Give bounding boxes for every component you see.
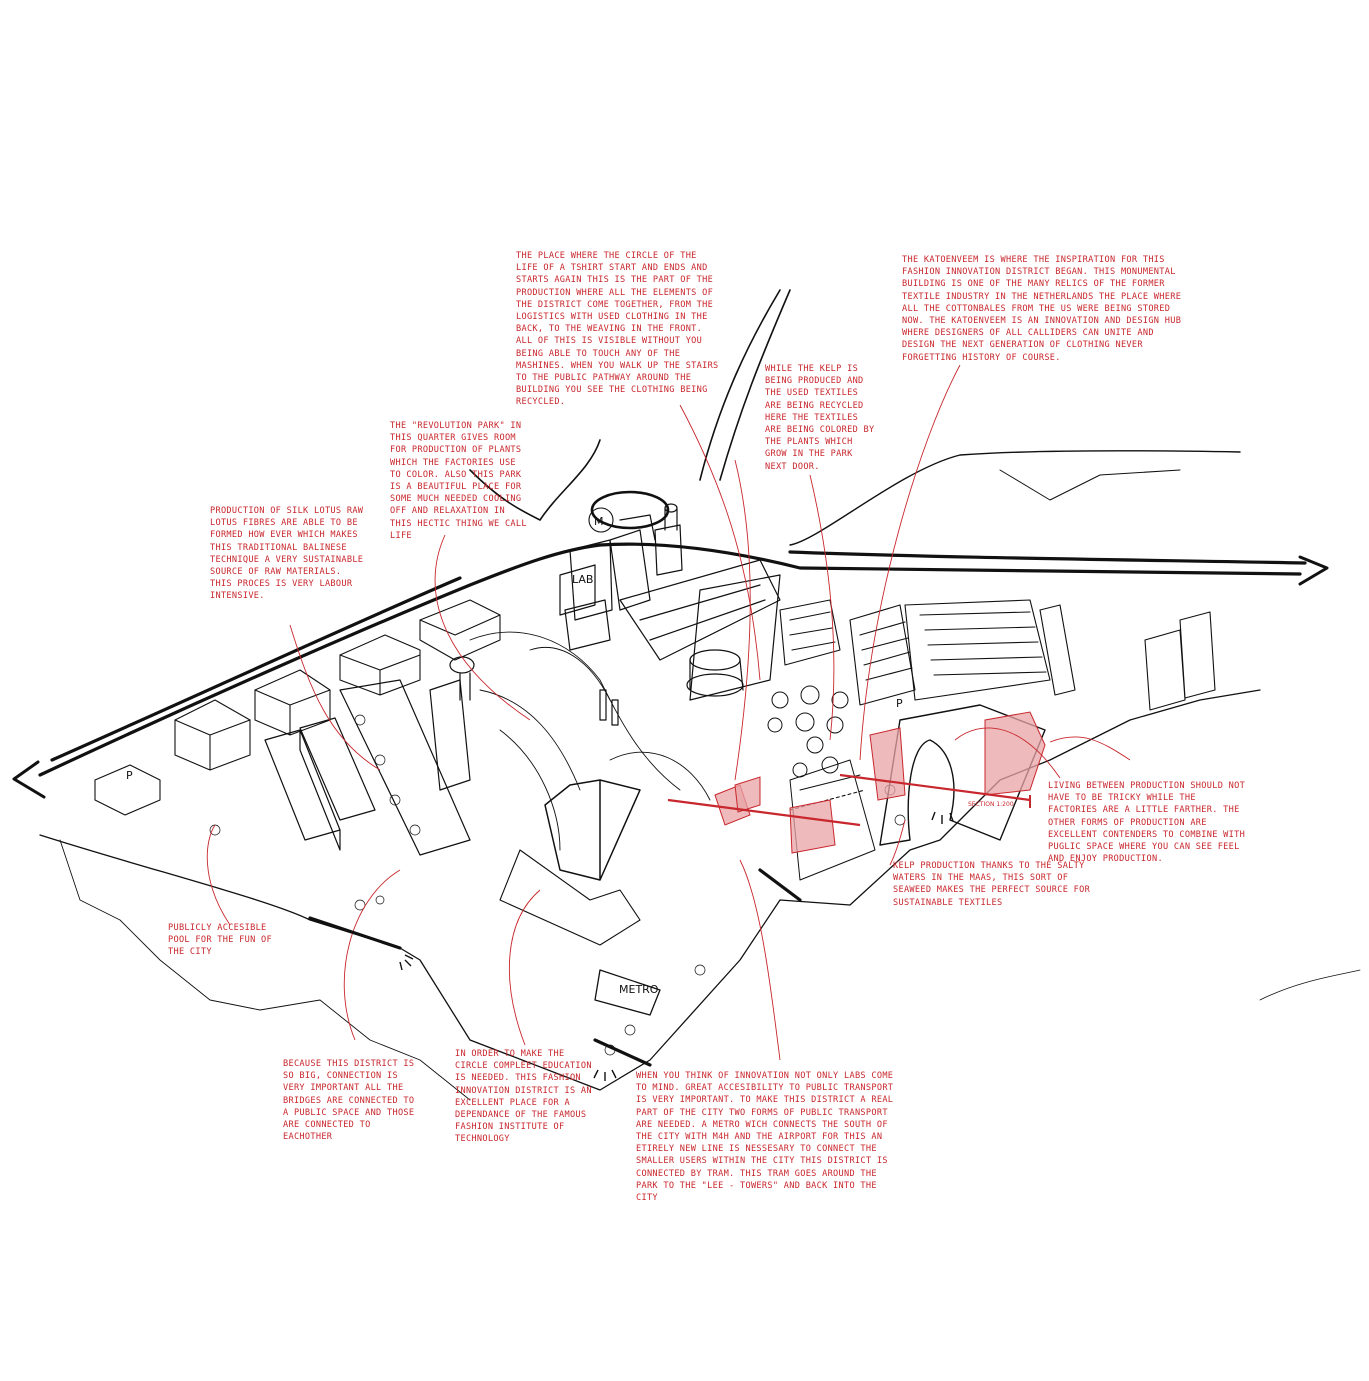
annotation-silk-lotus: Production of silk lotus raw lotus fibre… bbox=[210, 506, 364, 602]
arch-building bbox=[879, 704, 1046, 846]
annotation-revolution-park: The "Revolution Park" in this quarter gi… bbox=[390, 421, 527, 541]
kelp-basin bbox=[767, 685, 876, 881]
lab-label: LAB bbox=[572, 573, 593, 586]
section-line bbox=[667, 773, 1031, 827]
highlighted-buildings bbox=[714, 711, 1046, 854]
annotation-pool: Publicly accesible pool for the fun of t… bbox=[168, 923, 273, 958]
annotation-education: In order to make the circle compleet edu… bbox=[455, 1049, 592, 1145]
annotation-living-between: Living between production should not hav… bbox=[1048, 781, 1246, 865]
road-arrow-left bbox=[12, 760, 46, 799]
annotation-kelp-production: Kelp production thanks to the salty wate… bbox=[893, 861, 1091, 908]
roundabout bbox=[590, 490, 670, 530]
annotation-kelp-recycled: While the kelp is being produced and the… bbox=[765, 364, 875, 472]
viewpoint-marks bbox=[399, 811, 954, 1081]
annotation-circle-of-life: The place where the circle of the life o… bbox=[516, 251, 719, 408]
parking-label-west: P bbox=[126, 769, 133, 782]
annotation-leaders bbox=[206, 364, 1131, 1061]
revolution-park-paths bbox=[469, 631, 711, 851]
metro-symbol-label: M bbox=[594, 515, 604, 528]
central-buildings bbox=[449, 503, 781, 726]
east-buildings bbox=[779, 599, 1216, 711]
section-label: SECTION 1:200 bbox=[968, 801, 1014, 808]
annotation-innovation: When you think of innovation not only la… bbox=[636, 1071, 894, 1204]
slab-buildings bbox=[264, 679, 471, 856]
road-arrow-right bbox=[1298, 555, 1329, 586]
parking-label-east: P bbox=[896, 697, 903, 710]
annotation-connection: Because this district is so big, connect… bbox=[283, 1059, 415, 1143]
main-road bbox=[38, 542, 1307, 777]
buildings-row bbox=[94, 599, 501, 816]
annotation-katoenveem: The Katoenveem is where the inspiration … bbox=[902, 255, 1182, 363]
triangle-building bbox=[544, 779, 641, 881]
metro-station-label: METRO bbox=[619, 983, 659, 996]
waterfront bbox=[39, 689, 1261, 1091]
north-road bbox=[699, 289, 791, 481]
